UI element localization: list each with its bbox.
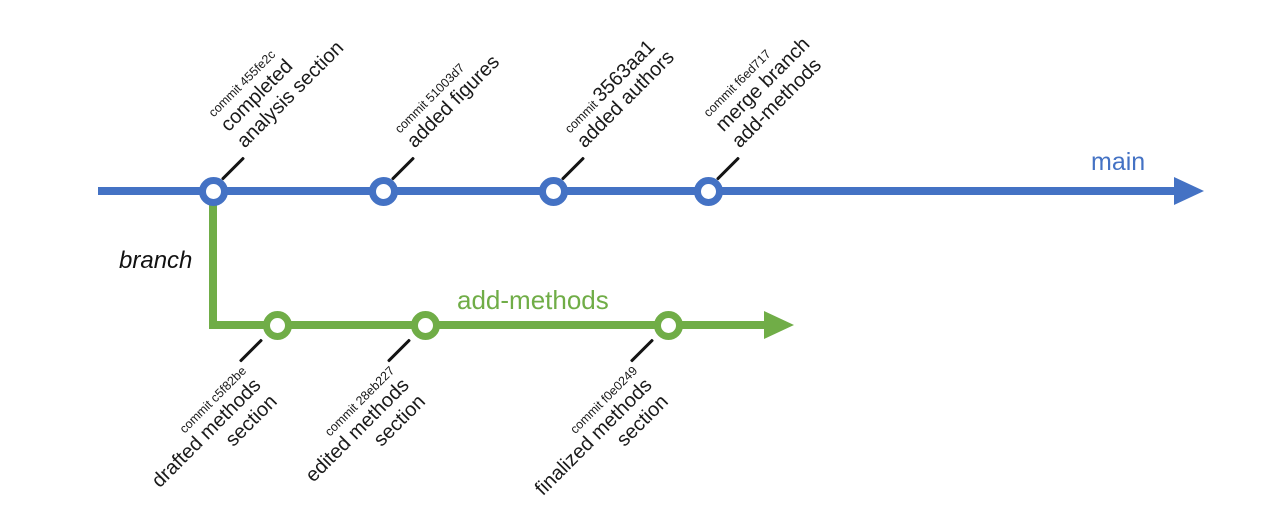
commit-node-455fe2c (198, 176, 228, 206)
main-branch-arrowhead (1174, 177, 1204, 205)
commit-callout-line-455fe2c (220, 156, 245, 181)
main-branch-label: main (1091, 148, 1146, 176)
commit-node-28eb227 (410, 310, 440, 340)
commit-node-f6ed717 (693, 176, 723, 206)
feature-branch-arrowhead (764, 311, 794, 339)
commit-node-c5f82be (262, 310, 292, 340)
commit-node-f0e0249 (653, 310, 683, 340)
commit-callout-line-28eb227 (386, 338, 411, 363)
feature-branch-line (209, 321, 764, 329)
commit-callout-line-f0e0249 (629, 338, 654, 363)
feature-branch-label: add-methods (457, 285, 609, 315)
commit-node-51003d7 (368, 176, 398, 206)
commit-callout-line-3563aa1 (560, 156, 585, 181)
commit-callout-line-f6ed717 (715, 156, 740, 181)
commit-node-3563aa1 (538, 176, 568, 206)
branch-fork-line (209, 191, 217, 329)
main-branch-line (98, 187, 1174, 195)
commit-callout-line-c5f82be (238, 338, 263, 363)
branch-annotation: branch (119, 247, 193, 274)
commit-callout-line-51003d7 (390, 156, 415, 181)
